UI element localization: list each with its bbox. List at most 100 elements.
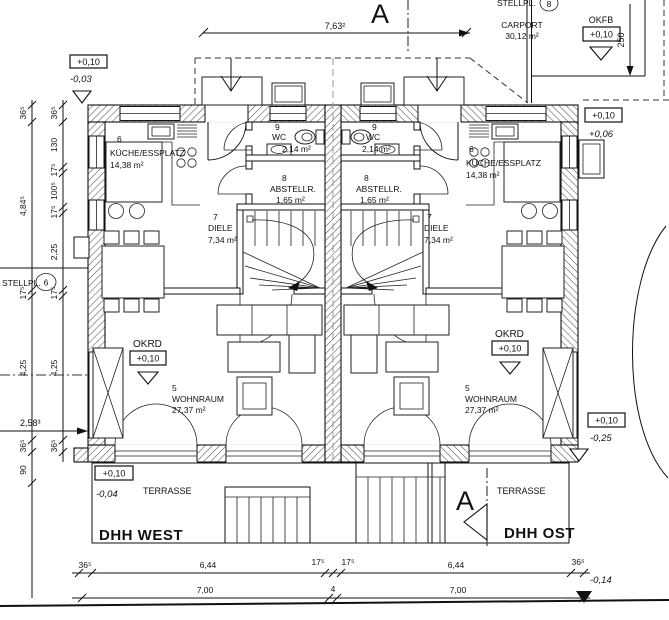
room-no-diele-east: 7 [427, 212, 432, 222]
nw-level-value: -0,03 [70, 74, 92, 85]
se-level-box-value: +0,10 [595, 416, 618, 426]
armchair [236, 376, 273, 416]
entrance-door [204, 104, 249, 161]
top-dimension [198, 27, 472, 38]
kitchen-counter [105, 141, 200, 206]
terrasse-label-east: TERRASSE [497, 486, 546, 496]
wall-stub-sw [73, 447, 89, 463]
carport-area: 30,12 m² [505, 31, 539, 41]
kitchen-window [119, 106, 181, 121]
ground-level-marker [576, 591, 592, 603]
stellpl-left-circle [35, 273, 57, 291]
dim-bottom1-0: 36⁵ [79, 560, 92, 570]
terrace-door-1 [114, 403, 198, 463]
room-wohn-east: WOHNRAUM [465, 394, 517, 404]
dim-left-inner-2: 17⁵ [49, 164, 59, 177]
dim-bottom1-2: 17⁵ [312, 557, 325, 567]
room-abstell-area-east: 1,65 m² [360, 195, 389, 205]
room-no-wohn-east: 5 [465, 383, 470, 393]
storage-door [217, 165, 247, 195]
dim-left-inner-3: 100⁵ [49, 182, 59, 200]
dim-left-inner-6: 17⁵ [49, 287, 59, 300]
dim-left-outer-3: 4,25 [18, 359, 28, 376]
nw-level-marker [71, 90, 93, 104]
section-letter-top: A [371, 0, 389, 29]
room-diele-area-west: 7,34 m² [208, 235, 237, 245]
nw-level-box [69, 54, 108, 69]
dim-left-inner-7: 4,25 [49, 359, 59, 376]
room-no-abstell-east: 8 [364, 173, 369, 183]
room-diele-area-east: 7,34 m² [424, 235, 453, 245]
room-kueche-area-east: 14,38 m² [466, 170, 500, 180]
room-abstell-east: ABSTELLR. [356, 184, 402, 194]
room-no-kueche-east: 6 [469, 144, 474, 154]
okrd-marker-west [136, 371, 160, 385]
dim-bottom1-4: 6,44 [448, 560, 465, 570]
dim-left-outer-4: 36⁵ [18, 440, 28, 453]
se-level-value: -0,25 [590, 433, 612, 444]
section-arrow-bottom [463, 502, 488, 542]
dim-bottom1-5: 36⁵ [572, 557, 585, 567]
okfb-label: OKFB [589, 15, 614, 25]
built-in-cabinet [92, 347, 124, 439]
coffee-table [227, 341, 281, 373]
dim-bottom1-3: 17⁵ [342, 557, 355, 567]
okrd-label-east: OKRD [495, 329, 524, 340]
deck-center [355, 462, 446, 544]
top-dimension-label: 7,63² [325, 21, 346, 31]
room-kueche-west: KÜCHE/ESSPLATZ [110, 148, 185, 158]
light-shaft-west [73, 236, 90, 259]
room-abstell-west: ABSTELLR. [270, 184, 316, 194]
dim-left-outer-1: 4,84⁵ [18, 196, 28, 216]
okrd-level-east: +0,10 [499, 344, 522, 354]
room-abstell-area-west: 1,65 m² [276, 195, 305, 205]
sw-level-box [94, 465, 134, 481]
dim-bottom2-0: 7,00 [197, 585, 214, 595]
room-wc-area-east: 2,14 m² [362, 144, 391, 154]
dim-left-inner-8: 36⁵ [49, 440, 59, 453]
dim-bottom1-1: 6,44 [200, 560, 217, 570]
sw-level-box-value: +0,10 [103, 469, 126, 479]
unit-west-geometry [87, 76, 326, 463]
bar-stools [108, 203, 145, 219]
side-window-1 [88, 135, 105, 169]
ne-level-box [584, 107, 623, 123]
canopy-outline [194, 57, 529, 104]
stellpl-left-label: STELLPL. [2, 278, 41, 288]
carport-label: CARPORT [501, 20, 542, 30]
room-no-kueche-west: 6 [117, 134, 122, 144]
wc-door [223, 121, 253, 151]
bottom-dimension-row1 [72, 568, 590, 578]
room-no-wc-east: 9 [372, 122, 377, 132]
carport-depth-dimension [626, 4, 634, 76]
room-wc-west: WC [272, 132, 286, 142]
room-wohn-area-east: 27,37 m² [465, 405, 499, 415]
room-wc-east: WC [366, 132, 380, 142]
carport-depth-label: 250 [616, 32, 626, 47]
room-kueche-east: KÜCHE/ESSPLATZ [466, 158, 541, 168]
room-wohn-west: WOHNRAUM [172, 394, 224, 404]
left-boundary-dim-line [0, 427, 88, 435]
washbasin [266, 143, 292, 156]
room-no-abstell-west: 8 [282, 173, 287, 183]
entrance-arrow-west [220, 58, 242, 92]
okrd-level-box-west [129, 350, 167, 366]
carport-stellpl-label: STELLPL. [497, 0, 536, 8]
entrance-step [271, 82, 306, 106]
light-shaft-east [578, 139, 605, 179]
okfb-level-marker [588, 46, 614, 61]
left-parking-stall [0, 267, 88, 376]
dim-left-inner-0: 36⁵ [49, 107, 59, 120]
unit-name-west: DHH WEST [99, 527, 183, 544]
dining-set [101, 230, 165, 313]
kitchen-sink [147, 123, 175, 140]
room-kueche-area-west: 14,38 m² [110, 160, 144, 170]
dim-bottom2-1: 4 [331, 584, 336, 594]
site-curve [632, 225, 669, 479]
section-letter-bottom: A [456, 486, 474, 516]
okrd-level-west: +0,10 [137, 354, 160, 364]
terrasse-label-west: TERRASSE [143, 486, 192, 496]
dim-left-inner-4: 17⁵ [49, 206, 59, 219]
